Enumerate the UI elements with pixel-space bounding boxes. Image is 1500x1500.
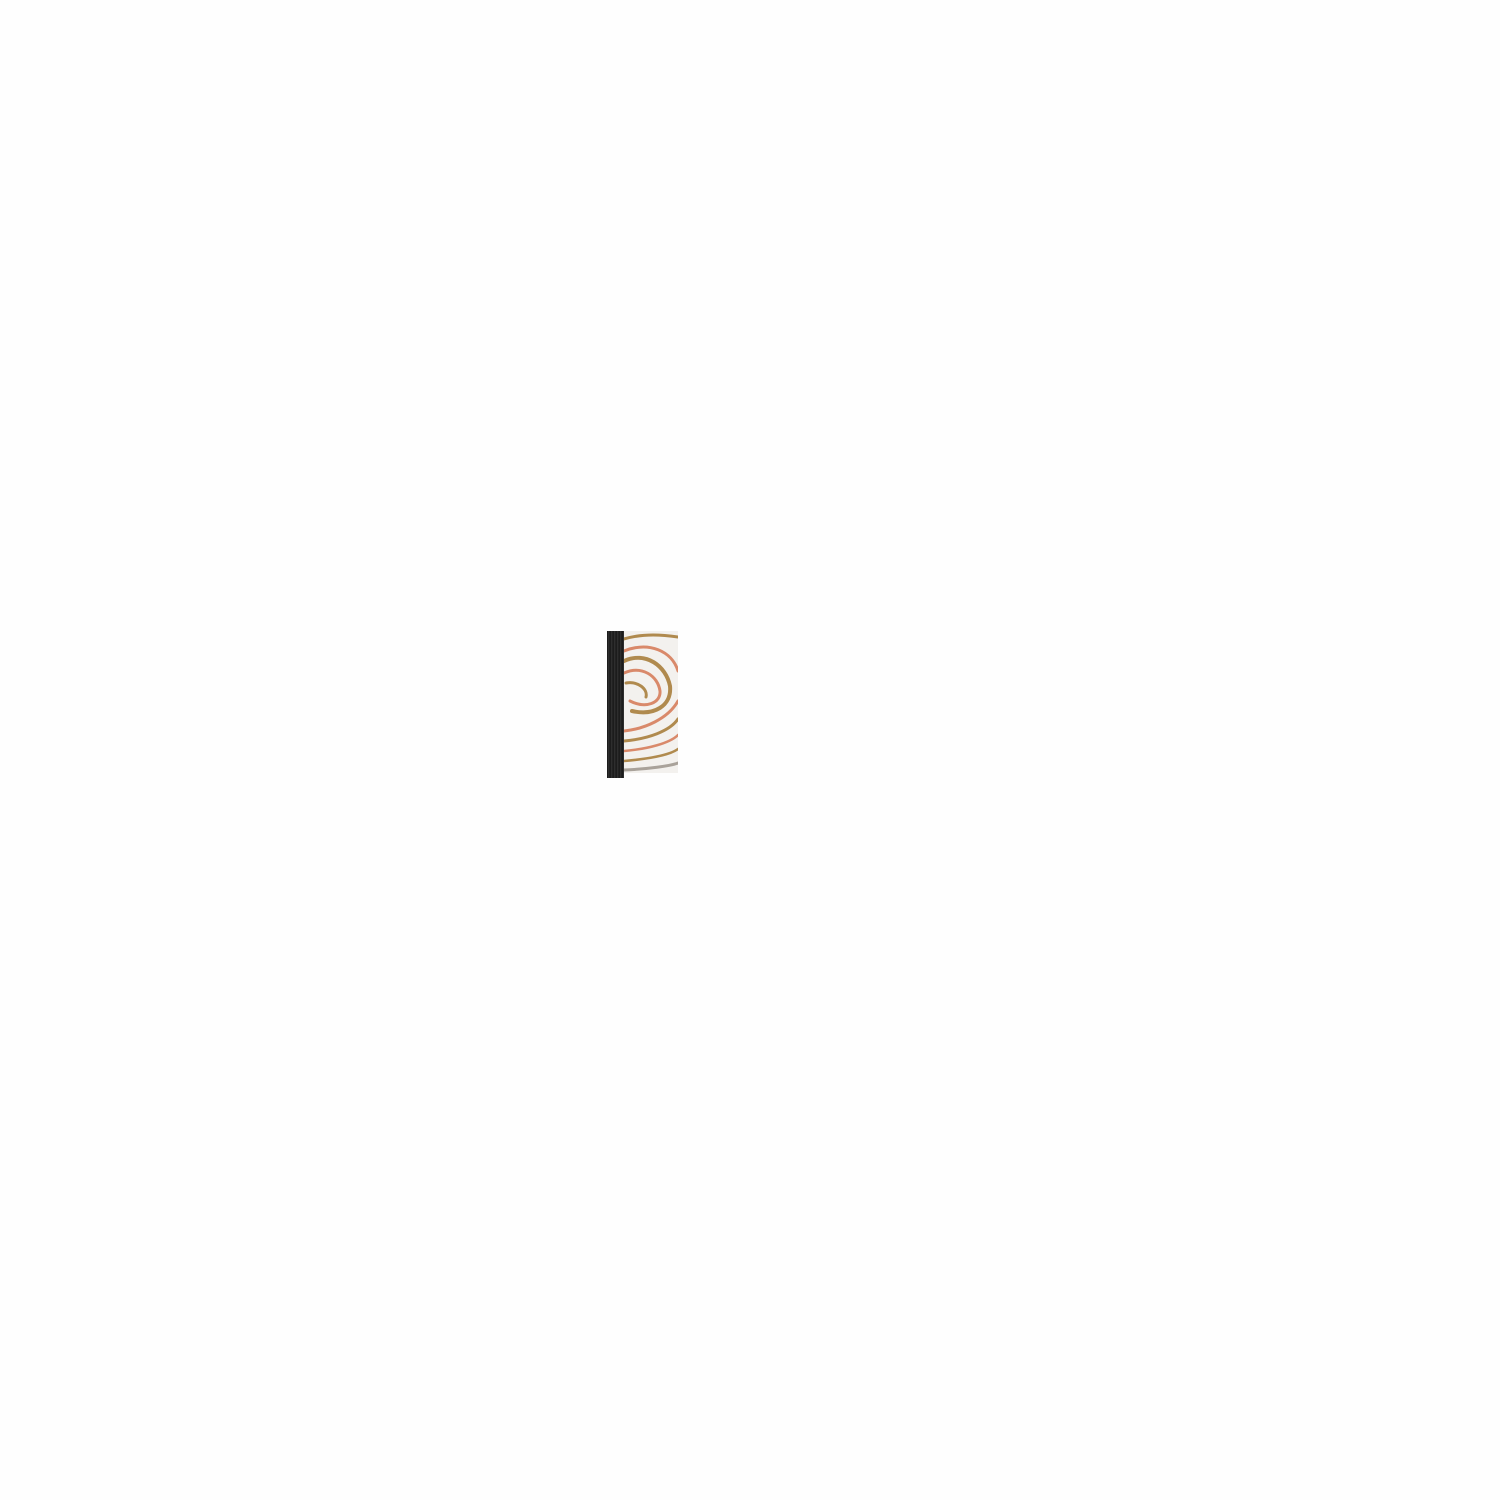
ring-icon	[624, 631, 678, 773]
ring-black-edge	[607, 631, 624, 778]
ring-photo	[607, 631, 678, 778]
ring-wood-grain-pattern	[624, 631, 678, 773]
